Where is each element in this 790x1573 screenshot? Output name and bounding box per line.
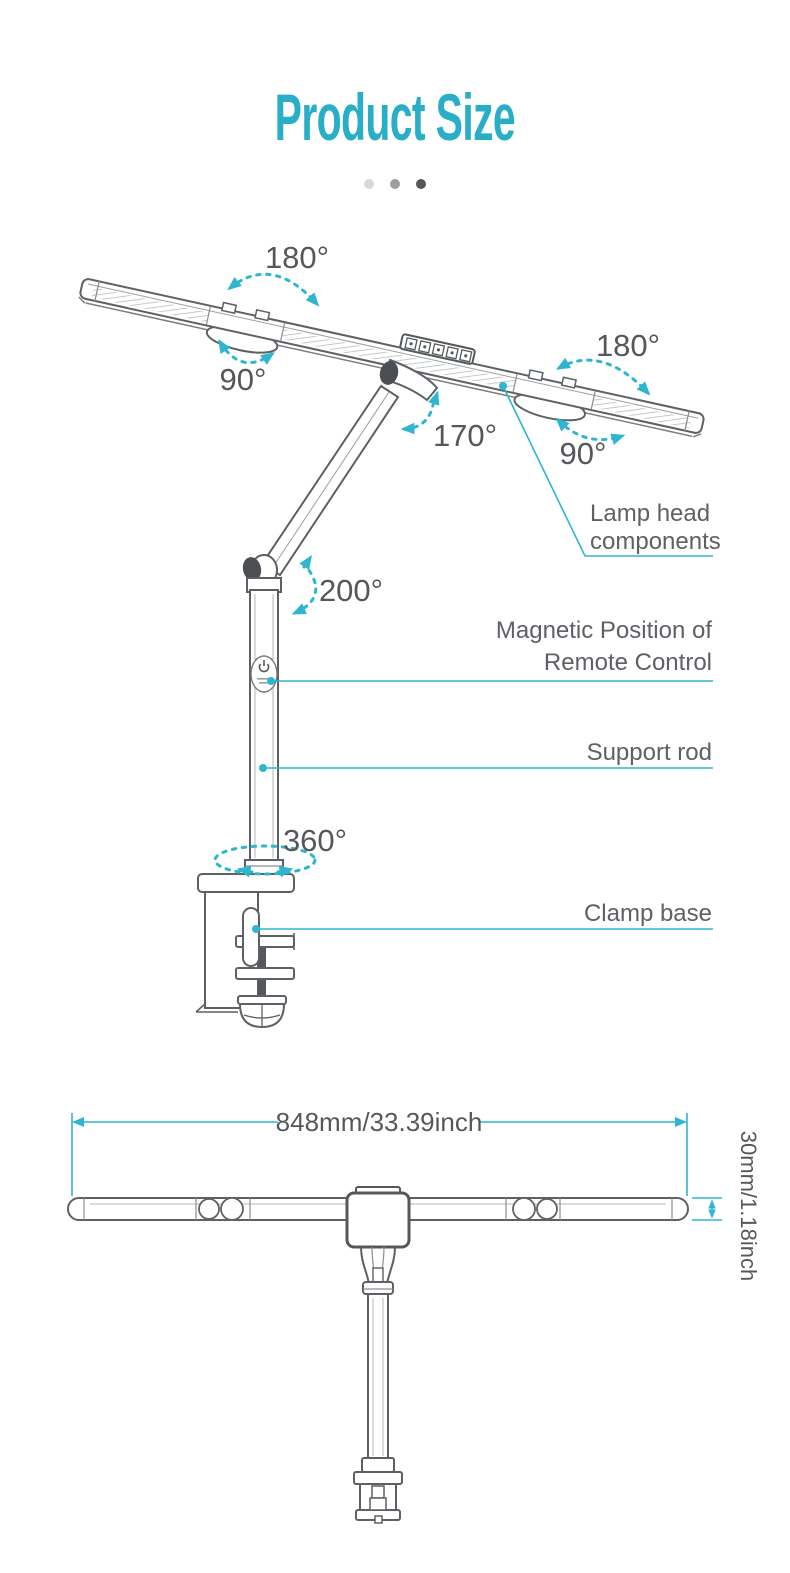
front-bar-drawing: [67, 1186, 689, 1249]
control-panel: [399, 333, 476, 365]
height-dimension: [692, 1197, 722, 1221]
leader-dot-lamp-head: [499, 382, 507, 390]
arc-right-180: [555, 357, 651, 396]
label-magnetic-line1: Magnetic Position of: [496, 617, 712, 644]
height-dimension-label: 30mm/1.18inch: [736, 1131, 761, 1281]
front-clamp-drawing: [353, 1457, 403, 1524]
carousel-dot-1[interactable]: [364, 179, 374, 189]
label-lamp-head-line2: components: [590, 528, 721, 555]
front-view-diagram: 848mm/33.39inch: [67, 1107, 761, 1524]
arc-360-arrow-right: [276, 865, 294, 878]
power-icon: [258, 663, 270, 673]
angle-label-right-180: 180°: [596, 328, 660, 363]
elbow-joint: [242, 557, 262, 581]
remote-control: [250, 655, 278, 693]
arc-200-arrow: [299, 555, 312, 570]
angle-label-170: 170°: [433, 418, 497, 453]
carousel-dots: [0, 179, 790, 189]
page-title: Product Size: [274, 80, 516, 154]
angle-label-200: 200°: [319, 573, 383, 608]
shoulder-joint: [379, 361, 399, 385]
arc-left-180: [227, 272, 320, 307]
front-rod-drawing: [360, 1246, 396, 1458]
angle-label-left-180: 180°: [265, 240, 329, 275]
center-mount-block: [345, 1191, 411, 1249]
arc-200: [291, 564, 318, 615]
carousel-dot-3-active[interactable]: [416, 179, 426, 189]
leader-dot-magnetic-position: [267, 677, 275, 685]
carousel-dot-2[interactable]: [390, 179, 400, 189]
arc-360: [213, 844, 317, 876]
leader-lamp-head: [502, 385, 713, 557]
label-support-rod: Support rod: [587, 739, 712, 766]
arc-170: [400, 403, 435, 435]
support-rod-drawing: [244, 577, 284, 879]
angle-label-left-90: 90°: [220, 362, 267, 397]
angle-label-360: 360°: [283, 823, 347, 858]
leader-dot-support-rod: [259, 764, 267, 772]
clamp-base-drawing: [195, 873, 295, 1029]
angle-label-right-90: 90°: [560, 436, 607, 471]
width-dimension-label: 848mm/33.39inch: [276, 1107, 483, 1137]
arc-right-90: [555, 417, 626, 445]
arc-360-arrow-left: [236, 865, 254, 878]
leader-dot-clamp-base: [252, 925, 260, 933]
arc-left-90: [218, 339, 275, 365]
lamp-arm-drawing: [242, 358, 439, 586]
arc-170-arrow: [428, 390, 440, 406]
label-magnetic-line2: Remote Control: [544, 649, 712, 676]
side-view-diagram: 180° 90° 180° 90° 170° 200° 360° Lamp he…: [78, 240, 721, 1029]
label-lamp-head-line1: Lamp head: [590, 500, 710, 527]
width-dimension: [71, 1113, 688, 1196]
label-clamp-base: Clamp base: [584, 900, 712, 927]
